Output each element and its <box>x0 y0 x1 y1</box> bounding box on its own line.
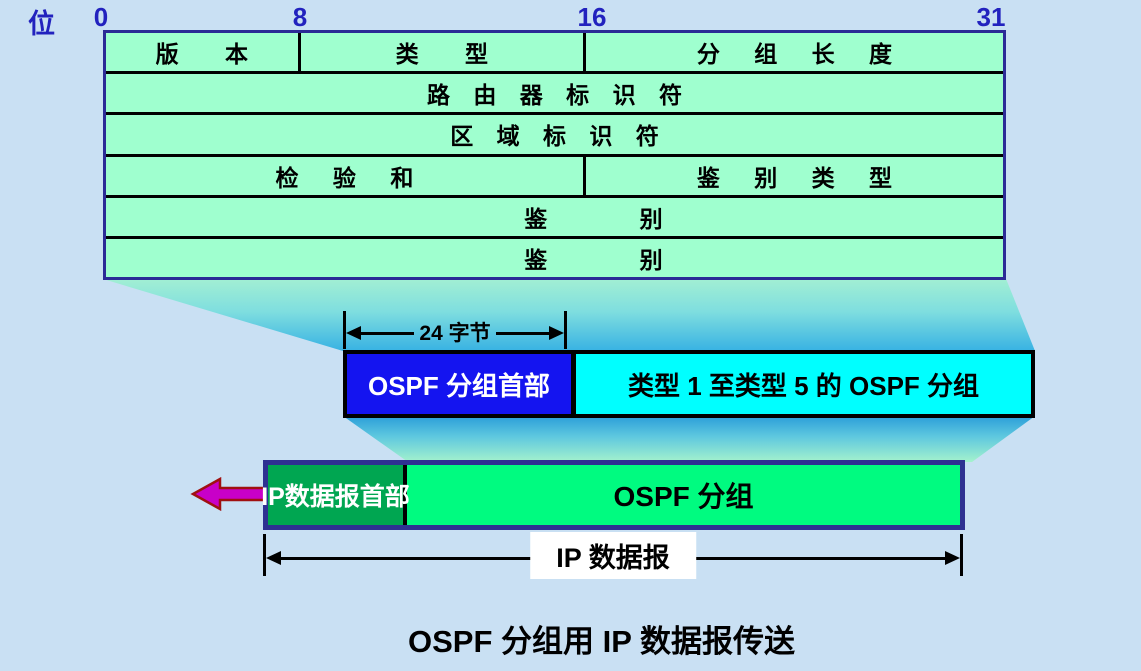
funnel-ospf-bar-to-ip-bar <box>343 416 1035 462</box>
table-row-5: 鉴 别 <box>106 198 1003 239</box>
ip-datagram-bar: IP数据报首部 OSPF 分组 <box>261 460 965 530</box>
diagram-caption: OSPF 分组用 IP 数据报传送 <box>408 624 795 659</box>
span-tick-left <box>343 311 346 349</box>
ip-datagram-span-annotation: IP 数据报 <box>263 532 963 580</box>
ospf-packet-header-segment: OSPF 分组首部 <box>343 350 576 418</box>
left-arrow-icon <box>190 477 270 511</box>
bit-tick-16: 16 <box>577 2 607 32</box>
field-authentication-2: 鉴 别 <box>524 246 663 273</box>
ip-datagram-label: IP 数据报 <box>530 532 696 579</box>
bit-axis-label: 位 <box>28 9 55 39</box>
bit-tick-8: 8 <box>292 2 308 32</box>
arrow-line <box>361 331 415 335</box>
field-packet-length: 分 组 长 度 <box>696 41 893 68</box>
ospf-packet-body-segment: 类型 1 至类型 5 的 OSPF 分组 <box>576 350 1035 418</box>
table-row-2: 路 由 器 标 识 符 <box>106 74 1003 116</box>
ospf-packet-bar: OSPF 分组首部 类型 1 至类型 5 的 OSPF 分组 <box>343 350 1035 418</box>
field-type: 类 型 <box>301 33 586 72</box>
table-row-4: 检 验 和 鉴 别 类 型 <box>106 156 1003 198</box>
bit-tick-31: 31 <box>976 2 1006 32</box>
field-area-id: 区 域 标 识 符 <box>450 123 659 150</box>
span-tick-right <box>564 311 567 349</box>
ospf-payload-segment: OSPF 分组 <box>613 481 754 512</box>
table-row-1: 版 本 类 型 分 组 长 度 <box>106 33 1003 75</box>
table-row-6: 鉴 别 <box>106 239 1003 277</box>
arrowhead-left-icon <box>346 326 361 340</box>
field-auth-type: 鉴 别 类 型 <box>696 164 893 191</box>
arrowhead-right-icon <box>945 551 960 565</box>
ip-header-segment: IP数据报首部 <box>261 465 410 525</box>
byte-span-annotation: 24 字节 <box>343 306 567 350</box>
byte-span-arrow: 24 字节 <box>346 318 565 348</box>
ospf-header-table: 版 本 类 型 分 组 长 度 路 由 器 标 识 符 区 域 标 识 符 检 … <box>103 30 1006 280</box>
arrow-line <box>495 331 550 335</box>
arrowhead-left-icon <box>266 551 281 565</box>
funnel-table-to-ospf-bar <box>103 279 1035 351</box>
field-checksum: 检 验 和 <box>106 156 586 195</box>
span-tick-right <box>960 534 963 576</box>
field-version: 版 本 <box>106 33 301 72</box>
bit-tick-0: 0 <box>93 2 109 32</box>
field-router-id: 路 由 器 标 识 符 <box>427 82 682 109</box>
arrowhead-right-icon <box>549 326 565 340</box>
span-tick-left <box>263 534 266 576</box>
table-row-3: 区 域 标 识 符 <box>106 115 1003 157</box>
field-authentication-1: 鉴 别 <box>524 205 663 232</box>
byte-span-label: 24 字节 <box>419 322 491 345</box>
